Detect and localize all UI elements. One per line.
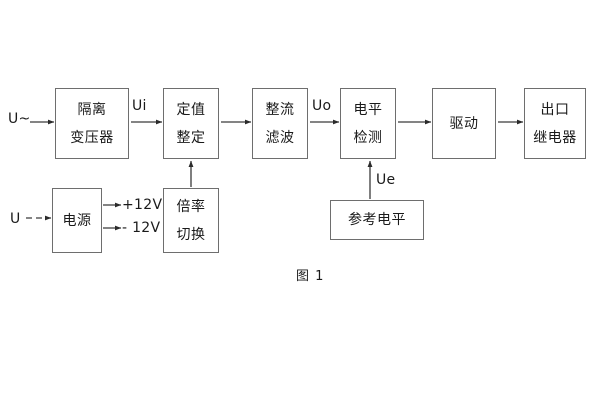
block-output-relay: 出口 继电器	[524, 88, 586, 159]
block-label-line: 电平	[353, 101, 383, 118]
block-label-line: 变压器	[70, 129, 114, 146]
label-ui: Ui	[132, 98, 147, 114]
label-uo: Uo	[312, 98, 332, 114]
block-label-line: 继电器	[533, 129, 577, 146]
block-power-supply: 电源	[52, 188, 102, 253]
figure-caption: 图 1	[296, 269, 325, 284]
block-rectify-filter: 整流 滤波	[252, 88, 308, 159]
block-reference-level: 参考电平	[330, 200, 424, 240]
block-label-line: 电源	[62, 212, 92, 229]
block-label-line: 检测	[353, 129, 383, 146]
label-dc-input: U	[10, 211, 21, 227]
block-label-line: 隔离	[77, 101, 107, 118]
block-label-line: 定值	[176, 101, 206, 118]
block-label-line: 整流	[265, 101, 295, 118]
block-label-line: 整定	[176, 129, 206, 146]
block-label-line: 驱动	[449, 115, 479, 132]
block-label-line: 参考电平	[348, 212, 406, 228]
block-drive: 驱动	[432, 88, 496, 159]
label-rail-positive: +12V	[122, 197, 163, 213]
block-label-line: 出口	[540, 101, 570, 118]
label-ac-input: U~	[8, 111, 31, 127]
block-label-line: 切换	[176, 226, 206, 243]
block-isolation-transformer: 隔离 变压器	[55, 88, 129, 159]
label-ue: Ue	[376, 172, 396, 188]
block-setpoint-setting: 定值 整定	[163, 88, 219, 159]
block-label-line: 倍率	[176, 198, 206, 215]
block-label-line: 滤波	[265, 129, 295, 146]
label-rail-negative: - 12V	[122, 220, 161, 236]
block-level-detection: 电平 检测	[340, 88, 396, 159]
block-multiplier-switch: 倍率 切换	[163, 188, 219, 253]
